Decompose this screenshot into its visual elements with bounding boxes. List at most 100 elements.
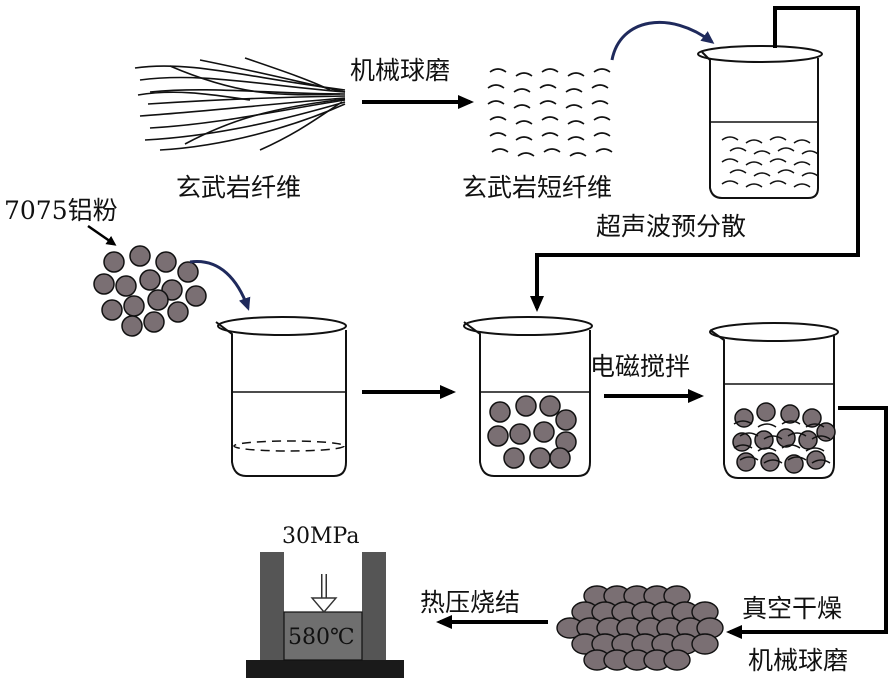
short-fiber (539, 100, 557, 105)
short-fiber (489, 116, 507, 121)
short-fiber (541, 68, 559, 73)
dispersed-fiber (781, 420, 801, 425)
dispersed-fiber (787, 432, 807, 437)
short-fiber (543, 148, 561, 153)
dispersed-fiber (811, 435, 831, 440)
dispersed-fiber (729, 169, 747, 174)
short-fiber (489, 132, 507, 137)
beaker-icon (697, 45, 823, 199)
aluminum-particle (760, 452, 780, 472)
dispersed-fiber (801, 150, 819, 155)
short-fiber (515, 72, 533, 77)
short-fiber (591, 100, 609, 105)
hot-press-die-icon (246, 552, 404, 678)
short-fiber (513, 88, 531, 93)
dispersed-fiber (769, 136, 787, 141)
label-ultrasonic-predispersion: 超声波预分散 (596, 212, 747, 241)
aluminum-particle (93, 273, 115, 295)
aluminum-particle (167, 301, 189, 323)
long-fiber-bundle-icon (134, 57, 346, 151)
dispersed-fiber (753, 150, 771, 155)
dispersed-fiber (745, 183, 763, 188)
label-basalt-fiber: 玄武岩纤维 (176, 173, 302, 202)
short-fiber (565, 88, 583, 93)
aluminum-particle (780, 404, 800, 424)
short-fiber (487, 84, 505, 89)
aluminum-particle (503, 447, 525, 469)
aluminum-particle (802, 408, 822, 428)
label-aluminum-powder: 7075铝粉 (4, 196, 118, 225)
short-fiber (595, 148, 613, 153)
dispersed-fiber (769, 180, 787, 185)
short-fiber (541, 132, 559, 137)
aluminum-particle (549, 447, 571, 469)
curved-arrow-to-liquid-beaker (189, 260, 251, 311)
short-fiber (491, 148, 509, 153)
aluminum-particle (732, 432, 752, 452)
aluminum-particle (103, 251, 125, 273)
dispersed-fiber (763, 459, 783, 464)
dispersed-fiber (733, 420, 753, 425)
beaker-icon (709, 322, 839, 479)
dispersed-fiber (753, 172, 771, 177)
short-fiber (517, 152, 535, 157)
aluminum-particle (129, 245, 151, 267)
short-fiber (569, 152, 587, 157)
composite-particle (691, 633, 719, 655)
aluminum-particle (155, 251, 177, 273)
connector-to-mixing-beaker (530, 6, 860, 312)
composite-particle (663, 649, 691, 671)
aluminum-particle (487, 425, 509, 447)
dispersed-fiber (793, 139, 811, 144)
aluminum-particle (489, 401, 511, 423)
aluminum-particle (539, 395, 561, 417)
aluminum-particle (139, 269, 161, 291)
arrow-powder-pointer (87, 224, 117, 246)
aluminum-particle (147, 289, 169, 311)
beaker-icon (463, 316, 593, 477)
short-fiber (565, 104, 583, 109)
short-fiber (591, 84, 609, 89)
dispersed-fiber (787, 456, 807, 461)
connector-vacuum-drying (726, 406, 888, 639)
aluminum-particle (776, 428, 796, 448)
dispersed-fiber (721, 158, 739, 163)
beaker-icon (215, 316, 347, 477)
label-ball-milling-top: 机械球磨 (350, 56, 451, 85)
aluminum-particle (515, 395, 537, 417)
short-fiber (567, 136, 585, 141)
aluminum-particle (756, 402, 776, 422)
dispersed-fiber (721, 136, 739, 141)
label-hot-press-sintering: 热压烧结 (420, 588, 521, 617)
dispersed-fiber (729, 147, 747, 152)
dispersed-fiber (739, 432, 759, 437)
label-ball-milling-bottom: 机械球磨 (748, 646, 849, 675)
aluminum-particle (734, 408, 754, 428)
dispersed-fiber (763, 435, 783, 440)
dispersed-fiber (733, 444, 753, 449)
dispersed-fiber (811, 459, 831, 464)
short-fiber (567, 72, 585, 77)
aluminum-particle (754, 430, 774, 450)
aluminum-particle (115, 275, 137, 297)
dispersed-fiber (745, 139, 763, 144)
dispersed-fiber (777, 147, 795, 152)
short-fiber (513, 104, 531, 109)
short-fiber (539, 84, 557, 89)
dispersed-fiber (777, 169, 795, 174)
aluminum-particle (529, 447, 551, 469)
label-electromagnetic-stirring: 电磁搅拌 (590, 352, 691, 381)
short-fiber (515, 136, 533, 141)
aluminum-particle (121, 315, 143, 337)
aluminum-particle (509, 423, 531, 445)
short-fiber-cluster-icon (487, 68, 613, 157)
dispersed-fiber (757, 423, 777, 428)
dispersed-fiber (781, 444, 801, 449)
label-temperature: 580℃ (288, 625, 355, 650)
short-fiber (489, 68, 507, 73)
aluminum-particle (101, 299, 123, 321)
aluminum-particle (185, 285, 207, 307)
dispersed-fiber (769, 158, 787, 163)
dried-composite-powder-icon (556, 585, 724, 671)
